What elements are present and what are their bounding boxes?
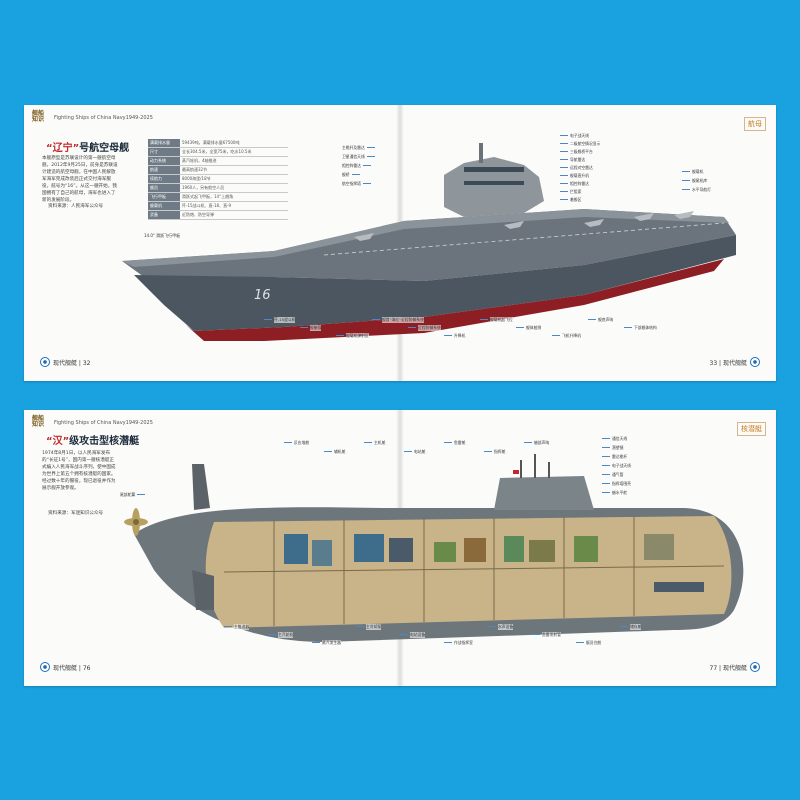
callout-label: 主推进器: [234, 624, 249, 630]
folio-left-text: 现代舰艇 | 76: [53, 663, 90, 672]
callout-label: 舰底声呐: [598, 317, 613, 323]
callout-label: 艏水平舵: [612, 490, 627, 496]
callout-label: 舰载机弹射区: [346, 333, 369, 339]
callout-label: 主桅杆及雷达: [342, 145, 365, 151]
callout-label: 作战指挥室: [454, 640, 473, 646]
folio-left: 现代舰艇 | 76: [40, 662, 90, 672]
folio-right-text: 33 | 现代舰艇: [710, 358, 747, 367]
folio-right: 77 | 现代舰艇: [710, 662, 760, 672]
callout-label: 潜望镜: [612, 445, 623, 451]
callout-label: 相控阵雷达: [570, 181, 589, 187]
callout-label: 二级航空情况显示: [570, 141, 600, 147]
callout-label: 近程防御系统: [418, 325, 441, 331]
callout-label: 主冷却泵: [366, 624, 381, 630]
callout-label: 舰桥: [342, 172, 350, 178]
callout-label: 舰载机: [692, 169, 703, 175]
callout-label: 鱼雷舱: [454, 440, 465, 446]
main-mast: [479, 143, 483, 163]
callout-label: 反应堆舱: [294, 440, 309, 446]
cutaway-interior: [206, 516, 732, 628]
callout-label: 舰载直升机: [570, 173, 589, 179]
folio-badge-icon: [750, 357, 760, 367]
callout-label: 主汽轮机: [278, 632, 293, 638]
folio-right: 33 | 现代舰艇: [710, 357, 760, 367]
callout-label: 艏部声呐: [534, 440, 549, 446]
callout-label: 三级舰桥平台: [570, 149, 593, 155]
periscope: [520, 460, 522, 478]
callout-label: 艇员住舱: [586, 640, 601, 646]
carrier-illustration: [24, 105, 776, 381]
antenna-mast: [534, 454, 536, 478]
callout-label: 远程对空雷达: [570, 165, 593, 171]
radar-mast: [548, 462, 550, 478]
callout-label: 航空指挥塔: [342, 181, 361, 187]
folio-badge-icon: [750, 662, 760, 672]
callout-label: 着舰区: [570, 197, 581, 203]
folio-badge-icon: [40, 357, 50, 367]
bottom-spread-page: 舰船 知识 Fighting Ships of China Navy1949-2…: [24, 410, 776, 686]
callout-label: 水平导航灯: [692, 187, 711, 193]
callout-label: 辅机舱: [334, 449, 345, 455]
callout-label: 舰艏锚: [310, 325, 321, 331]
callout-label: 通信天线: [612, 436, 627, 442]
folio-left: 现代舰艇 | 32: [40, 357, 90, 367]
callout-label: 舰尾机库: [692, 178, 707, 184]
top-spread-page: 舰船 知识 Fighting Ships of China Navy1949-2…: [24, 105, 776, 381]
callout-label: 储存舱: [630, 624, 641, 630]
callout-label: 飞机升降机: [562, 333, 581, 339]
bridge-windows: [464, 167, 524, 172]
callout-label: 指挥塔围壳: [612, 481, 631, 487]
callout-label: 舰载机起飞位: [490, 317, 513, 323]
callout-label: 拦阻索: [570, 189, 581, 195]
hull-number: 16: [254, 288, 271, 303]
callout-label: 歼-15战斗机: [274, 317, 295, 323]
folio-badge-icon: [40, 662, 50, 672]
callout-label: 升降机: [454, 333, 465, 339]
bridge-windows-lower: [464, 181, 524, 185]
callout-label: 通气管: [612, 472, 623, 478]
island-superstructure: [444, 157, 544, 217]
rudder-callout: 尾部舵翼: [120, 492, 135, 498]
callout-label: 雷达桅杆: [612, 454, 627, 460]
flag: [513, 470, 519, 474]
conning-tower: [494, 476, 594, 510]
folio-right-text: 77 | 现代舰艇: [710, 663, 747, 672]
callout-label: 相控阵雷达: [342, 163, 361, 169]
callout-label: 水声设备: [498, 624, 513, 630]
folio-left-text: 现代舰艇 | 32: [53, 358, 90, 367]
callout-label: 导航雷达: [570, 157, 585, 163]
callout-label: 下部舰体结构: [634, 325, 657, 331]
ski-jump-angle-label: 14.0° 滑跃飞行甲板: [144, 233, 180, 239]
callout-label: 指挥舱: [494, 449, 505, 455]
callout-label: 舰体舷侧: [526, 325, 541, 331]
callout-label: 电站设备: [410, 632, 425, 638]
callout-label: 卫星通信天线: [342, 154, 365, 160]
callout-label: 电子战天线: [570, 133, 589, 139]
submarine-illustration: [24, 410, 776, 686]
callout-label: 舰首“海红”近程防御系统: [382, 317, 424, 323]
upper-rudder: [192, 464, 210, 510]
callout-label: 蒸汽发生器: [322, 640, 341, 646]
callout-label: 鱼雷发射管: [542, 632, 561, 638]
callout-label: 主机舱: [374, 440, 385, 446]
callout-label: 电站舱: [414, 449, 425, 455]
callout-label: 电子战天线: [612, 463, 631, 469]
